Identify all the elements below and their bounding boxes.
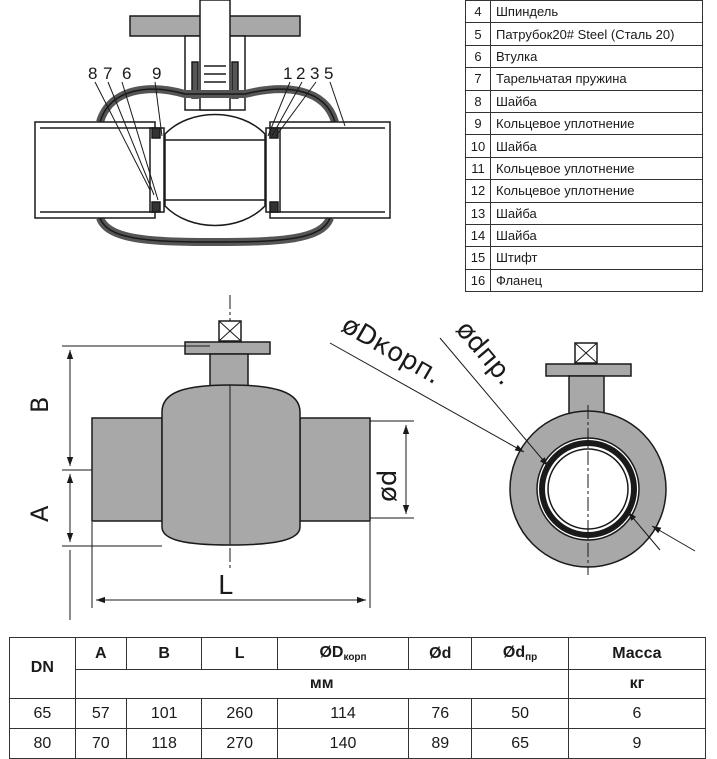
dim-label-a: A bbox=[26, 505, 54, 522]
seat-right bbox=[265, 127, 281, 213]
part-number: 10 bbox=[465, 134, 491, 158]
part-number: 12 bbox=[465, 179, 491, 203]
body-shell-top-inner bbox=[99, 88, 336, 123]
dimension-l bbox=[91, 522, 371, 608]
body-shell-bottom-inner bbox=[99, 217, 331, 243]
cell-l: 270 bbox=[201, 728, 278, 759]
header-b: B bbox=[125, 637, 203, 670]
body-ball bbox=[161, 384, 301, 546]
part-name: Шайба bbox=[490, 89, 703, 113]
header-mass: Масса bbox=[567, 637, 707, 670]
callout-right-3: 3 bbox=[310, 64, 319, 83]
pipe-left-front bbox=[91, 417, 163, 522]
valve-drawing: 8 7 6 9 1 2 3 5 B A L bbox=[26, 0, 696, 620]
cell-mass: 6 bbox=[567, 698, 707, 729]
cell-d: 76 bbox=[408, 698, 473, 729]
unit-mm: мм bbox=[74, 669, 569, 699]
header-dkorp-main: ØD bbox=[319, 644, 344, 661]
callout-left-4: 9 bbox=[152, 64, 161, 83]
cell-a: 57 bbox=[74, 698, 127, 729]
cell-dkorp: 114 bbox=[276, 698, 410, 729]
part-name: Патрубок20# Steel (Сталь 20) bbox=[490, 22, 703, 46]
header-l: L bbox=[201, 637, 278, 670]
side-pipe-wall bbox=[539, 440, 637, 538]
part-name: Фланец bbox=[490, 268, 703, 293]
dimension-a-b bbox=[62, 345, 210, 620]
callout-leaders-left bbox=[94, 81, 346, 201]
seat-left bbox=[149, 127, 165, 213]
side-neck bbox=[568, 375, 605, 415]
side-view bbox=[509, 342, 667, 568]
callout-right-4: 5 bbox=[324, 64, 333, 83]
part-name: Шпиндель bbox=[490, 0, 703, 24]
spec-row: 80 70 118 270 140 89 65 9 bbox=[9, 728, 707, 759]
part-number: 11 bbox=[465, 156, 491, 181]
part-number: 14 bbox=[465, 223, 491, 248]
part-name: Кольцевое уплотнение bbox=[490, 111, 703, 136]
header-dpr-main: Ød bbox=[502, 644, 526, 661]
dim-label-dkorp: øDкорп. bbox=[337, 310, 447, 391]
header-dpr: Ødпр bbox=[471, 637, 569, 670]
header-dn: DN bbox=[9, 637, 76, 699]
diameter-leaders bbox=[329, 337, 696, 552]
spec-table: DN A B L ØDкорп Ød Ødпр Масса мм кг 65 5… bbox=[9, 637, 707, 759]
dimension-d bbox=[370, 420, 414, 519]
dim-label-b: B bbox=[26, 397, 54, 413]
cell-dpr: 65 bbox=[471, 728, 569, 759]
header-a: A bbox=[74, 637, 127, 670]
cell-dkorp: 140 bbox=[276, 728, 410, 759]
ball bbox=[164, 113, 266, 227]
header-dkorp: ØDкорп bbox=[276, 637, 410, 670]
cell-dn: 80 bbox=[9, 728, 76, 759]
cell-mass: 9 bbox=[567, 728, 707, 759]
front-view bbox=[91, 320, 371, 546]
callout-right-2: 2 bbox=[296, 64, 305, 83]
part-name: Штифт bbox=[490, 246, 703, 270]
cell-b: 101 bbox=[125, 698, 203, 729]
callout-left-3: 6 bbox=[122, 64, 131, 83]
header-dkorp-sub: корп bbox=[343, 652, 367, 663]
callout-left-1: 8 bbox=[88, 64, 97, 83]
section-view bbox=[34, 0, 391, 247]
cell-l: 260 bbox=[201, 698, 278, 729]
part-name: Тарельчатая пружина bbox=[490, 67, 703, 91]
header-d: Ød bbox=[408, 637, 473, 670]
spec-row: 65 57 101 260 114 76 50 6 bbox=[9, 698, 707, 729]
pipe-left bbox=[34, 121, 156, 219]
dim-label-dpr: ødпр. bbox=[450, 315, 521, 391]
cell-dpr: 50 bbox=[471, 698, 569, 729]
dim-label-l: L bbox=[218, 571, 233, 601]
spec-unit-row: мм кг bbox=[10, 669, 707, 699]
cell-a: 70 bbox=[74, 728, 127, 759]
callout-left-2: 7 bbox=[103, 64, 112, 83]
section-callouts: 8 7 6 9 1 2 3 5 bbox=[88, 64, 333, 83]
spec-header-row: DN A B L ØDкорп Ød Ødпр Масса bbox=[9, 637, 707, 699]
dim-label-d: ød bbox=[373, 470, 403, 502]
cell-d: 89 bbox=[408, 728, 473, 759]
unit-kg: кг bbox=[567, 669, 707, 699]
side-handle-flange bbox=[545, 363, 632, 377]
cell-dn: 65 bbox=[9, 698, 76, 729]
handle-flange bbox=[184, 341, 271, 355]
pipe-right-front bbox=[299, 417, 371, 522]
part-number: 15 bbox=[465, 246, 491, 270]
pipe-right bbox=[269, 121, 391, 219]
callout-right-1: 1 bbox=[283, 64, 292, 83]
cell-b: 118 bbox=[125, 728, 203, 759]
part-name: Кольцевое уплотнение bbox=[490, 156, 703, 181]
header-dpr-sub: пр bbox=[525, 652, 538, 663]
